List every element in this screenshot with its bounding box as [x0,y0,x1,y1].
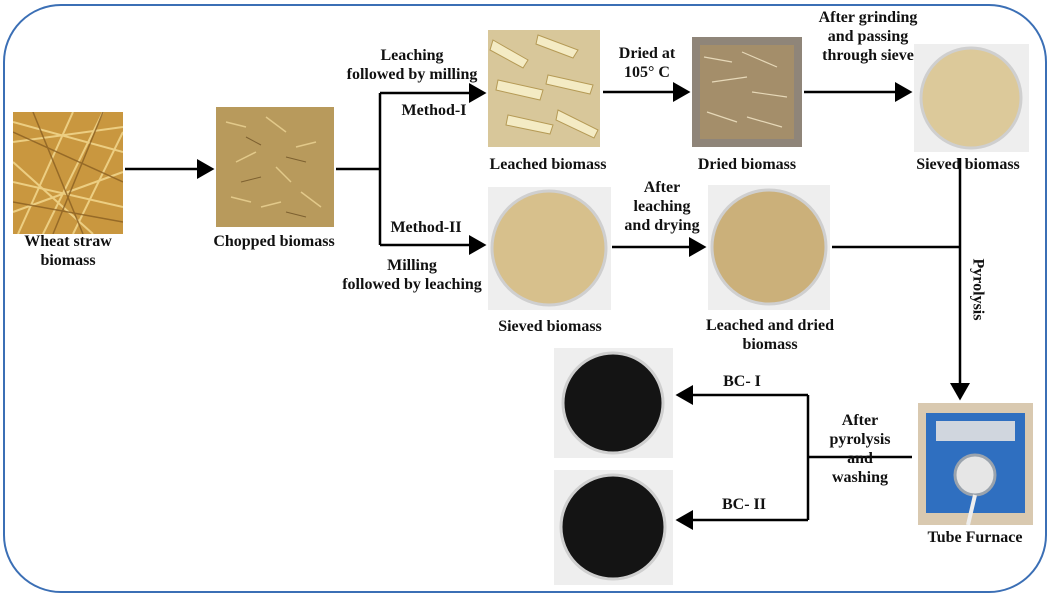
label-sieved-top: Sieved biomass [916,156,1020,173]
tube-furnace-image [918,403,1033,525]
wheat-straw-image [13,112,123,234]
leached-biomass-image [488,30,600,147]
label-dried: Dried biomass [697,156,797,173]
label-sieved-mid: Sieved biomass [498,318,602,335]
sieved-biomass-mid-image [488,187,611,310]
label-chopped: Chopped biomass [213,233,335,250]
label-milling-leaching: Milling followed by leaching [342,257,482,293]
label-after-pyrolysis: After pyrolysis and washing [829,412,891,486]
label-tube-furnace: Tube Furnace [927,529,1023,546]
diagram-frame [3,4,1047,593]
biochar-2-image [554,470,673,585]
label-bc2: BC- II [721,496,766,513]
label-pyrolysis: Pyrolysis [969,258,987,321]
label-wheat-straw: Wheat straw biomass [24,233,112,269]
label-leached: Leached biomass [489,156,607,173]
label-after-grinding: After grinding and passing through sieve [818,9,918,64]
dried-biomass-image [692,37,802,147]
label-after-leach-dry: After leaching and drying [624,179,700,234]
biochar-1-image [554,348,673,458]
label-leaching-milling: Leaching followed by milling [346,47,478,83]
label-dried-at: Dried at 105° C [618,45,676,81]
chopped-biomass-image [216,107,334,227]
label-bc1: BC- I [723,373,761,390]
label-leached-dried: Leached and dried biomass [705,317,834,353]
sieved-biomass-top-image [914,44,1029,152]
leached-dried-biomass-image [708,185,830,310]
label-method2: Method-II [390,219,462,236]
label-method1: Method-I [401,102,467,119]
